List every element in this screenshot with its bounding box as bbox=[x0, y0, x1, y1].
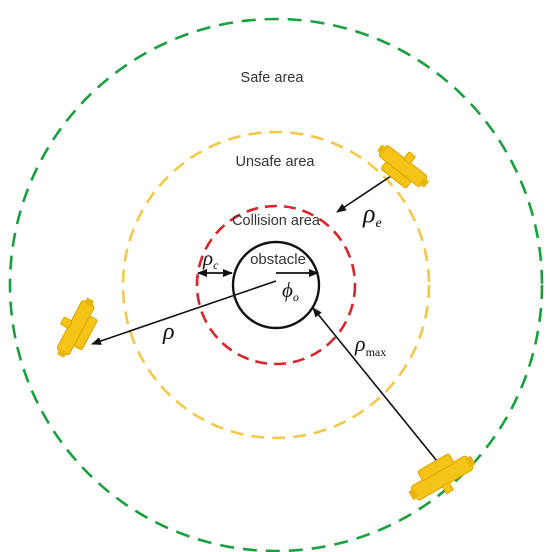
rho-max-symbol: ρmax bbox=[354, 331, 386, 359]
unsafe-area-boundary bbox=[121, 130, 431, 440]
safe-area-boundary bbox=[8, 17, 544, 552]
rho-symbol: ρ bbox=[162, 319, 175, 345]
obstacle-label: obstacle bbox=[250, 251, 306, 268]
robot-bottom-right-icon bbox=[408, 453, 476, 501]
safe-area-label: Safe area bbox=[241, 70, 305, 86]
rho-arrow bbox=[91, 280, 277, 345]
phi-o-symbol: ϕo bbox=[282, 278, 299, 304]
rho-e-arrow bbox=[336, 169, 401, 213]
unsafe-area-label: Unsafe area bbox=[236, 154, 316, 170]
robot-upper-right-icon bbox=[377, 144, 429, 189]
robot-left-icon bbox=[56, 297, 98, 358]
obstacle-circle bbox=[231, 240, 321, 330]
rho-c-symbol: ρc bbox=[202, 246, 219, 272]
rho-e-symbol: ρe bbox=[362, 199, 382, 231]
rho-max-arrow bbox=[312, 307, 442, 467]
collision-area-boundary bbox=[195, 204, 357, 366]
collision-area-label: Collision area bbox=[232, 213, 321, 229]
